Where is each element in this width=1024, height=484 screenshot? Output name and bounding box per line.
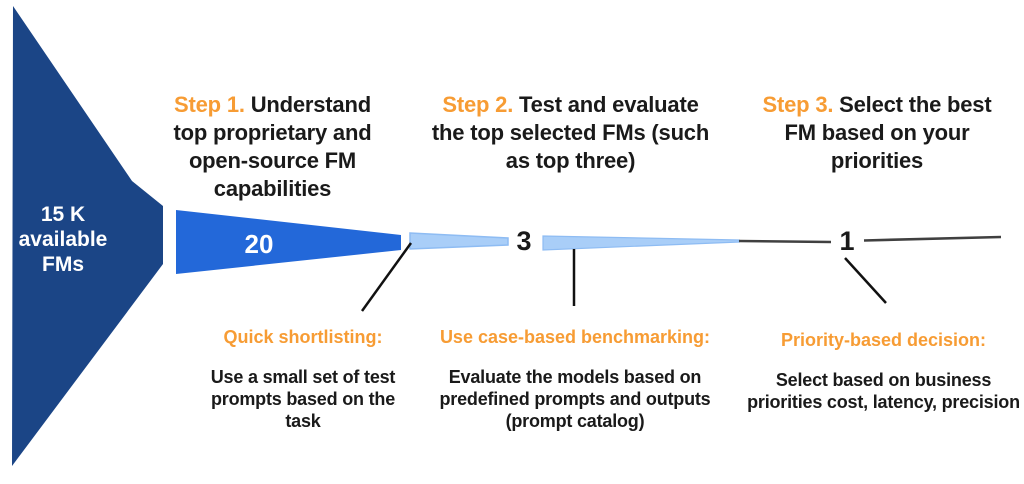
count-stage-20: 20: [244, 229, 274, 259]
step2-title: Test and evaluate the top selected FMs (…: [431, 92, 710, 173]
step1-title: Understand top proprietary and open-sour…: [173, 92, 372, 201]
source-label: 15 K available FMs: [18, 203, 108, 276]
intake-funnel-shape: [12, 6, 163, 466]
callout-priority-decision-title: Priority-based decision:: [780, 330, 987, 350]
count-stage-1: 1: [839, 226, 855, 256]
line-before-1: [738, 239, 832, 244]
taper-shape-to-1: [542, 235, 740, 251]
step3-title: Select the best FM based on your priorit…: [784, 92, 992, 173]
count-stage-3: 3: [516, 226, 532, 256]
step1-heading: Step 1. Understand top proprietary and o…: [155, 63, 390, 203]
step3-number: Step 3.: [762, 92, 834, 117]
callout-line-priority-decision: [844, 257, 887, 304]
callout-priority-decision-body: Select based on business priorities cost…: [747, 370, 1020, 412]
callout-quick-shortlisting: Quick shortlisting: Use a small set of t…: [192, 308, 414, 450]
shortlist-funnel-shape: [176, 210, 401, 274]
callout-line-quick-shortlisting: [360, 242, 413, 312]
callout-benchmarking-title: Use case-based benchmarking:: [439, 327, 711, 347]
step1-number: Step 1.: [174, 92, 245, 117]
step3-heading: Step 3. Select the best FM based on your…: [742, 63, 1012, 175]
callout-benchmarking-body: Evaluate the models based on predefined …: [439, 367, 711, 431]
callout-priority-decision: Priority-based decision: Select based on…: [731, 311, 1024, 431]
step2-number: Step 2.: [442, 92, 514, 117]
callout-benchmarking: Use case-based benchmarking: Evaluate th…: [430, 308, 720, 450]
taper-shape-to-3: [409, 232, 509, 250]
line-after-1: [863, 235, 1002, 242]
step2-heading: Step 2. Test and evaluate the top select…: [428, 63, 713, 175]
callout-quick-shortlisting-title: Quick shortlisting:: [223, 327, 383, 347]
callout-quick-shortlisting-body: Use a small set of test prompts based on…: [210, 367, 396, 431]
